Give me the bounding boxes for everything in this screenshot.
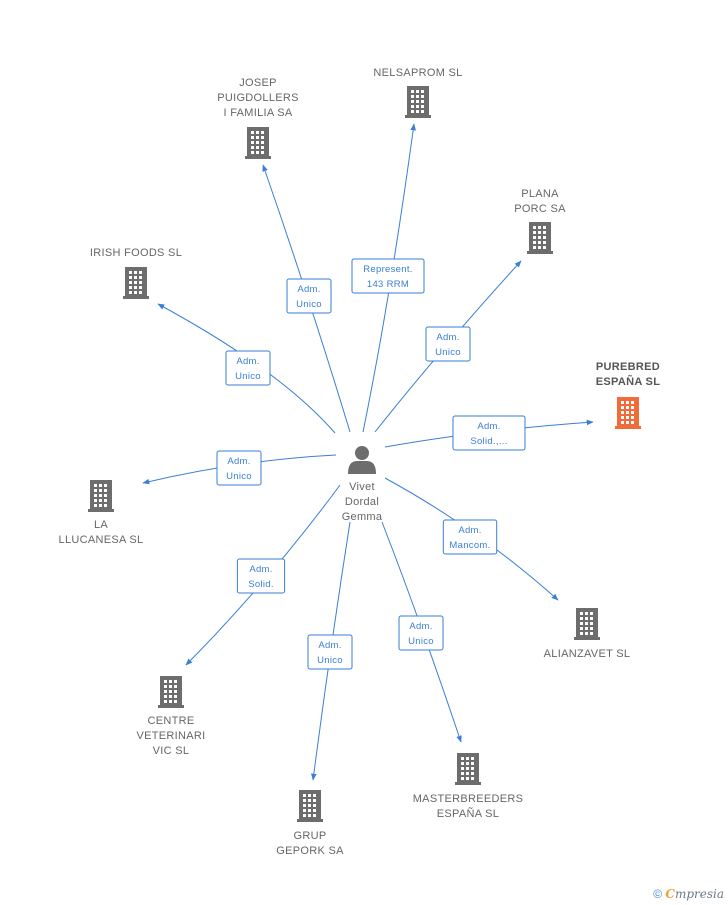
company-name-line: NELSAPROM SL <box>373 67 462 79</box>
person-name-line: Gemma <box>342 511 383 523</box>
edge-label-box <box>425 326 471 362</box>
footer-brand: © Cmpresia <box>653 887 724 901</box>
edge-label-text: Adm. <box>436 332 459 343</box>
company-node-masterbreeders[interactable]: MASTERBREEDERS ESPAÑA SL <box>413 753 524 820</box>
edge-label-text: Adm. <box>236 356 259 367</box>
edge-label-text: Unico <box>435 347 461 358</box>
company-name-line: MASTERBREEDERS <box>413 793 524 805</box>
company-node-alianzavet[interactable]: ALIANZAVET SL <box>544 608 631 660</box>
edge-label-purebred[interactable]: Adm. Solid.,... <box>452 415 526 451</box>
edge-label-text: Adm. <box>297 284 320 295</box>
company-name-line: LA <box>94 519 108 531</box>
edge-label-box <box>286 278 332 314</box>
company-name-line: ESPAÑA SL <box>596 375 660 388</box>
company-name-line: ESPAÑA SL <box>437 807 499 820</box>
building-icon <box>574 608 600 640</box>
building-icon <box>527 222 553 254</box>
company-name-line: VIC SL <box>153 745 190 757</box>
company-node-centre[interactable]: CENTRE VETERINARI VIC SL <box>136 676 205 757</box>
edge-label-text: Adm. <box>477 421 500 432</box>
company-name-line: JOSEP <box>239 77 277 89</box>
company-name-line: IRISH FOODS SL <box>90 247 182 259</box>
company-node-llucanesa[interactable]: LA LLUCANESA SL <box>59 480 144 546</box>
person-name-line: Dordal <box>345 496 379 508</box>
edge-label-masterbreeders[interactable]: Adm. Unico <box>398 615 444 651</box>
edge-label-text: Mancom. <box>449 540 490 551</box>
person-icon <box>348 446 376 474</box>
edge-label-text: 143 RRM <box>367 279 409 290</box>
company-name-line: PUIGDOLLERS <box>217 92 299 104</box>
brand-initial: C <box>665 887 675 901</box>
building-icon <box>405 86 431 118</box>
company-name-line: CENTRE <box>147 715 194 727</box>
edge-label-irish[interactable]: Adm. Unico <box>225 350 271 386</box>
edge-label-box <box>236 558 286 594</box>
edge-label-text: Adm. <box>409 621 432 632</box>
building-icon <box>158 676 184 708</box>
building-icon <box>297 790 323 822</box>
edge-label-box <box>452 415 526 451</box>
edge-label-text: Solid.,... <box>470 436 507 447</box>
edge-label-grup[interactable]: Adm. Unico <box>307 634 353 670</box>
building-icon <box>455 753 481 785</box>
company-node-grup[interactable]: GRUP GEPORK SA <box>276 790 344 857</box>
edge-label-text: Adm. <box>249 564 272 575</box>
brand-name: mpresia <box>674 887 724 901</box>
building-icon <box>123 267 149 299</box>
edge-label-text: Adm. <box>318 640 341 651</box>
edge-label-nelsaprom[interactable]: Represent. 143 RRM <box>351 258 425 294</box>
company-node-nelsaprom[interactable]: NELSAPROM SL <box>373 67 462 118</box>
edge-label-text: Adm. <box>227 456 250 467</box>
edge-label-josep[interactable]: Adm. Unico <box>286 278 332 314</box>
edge-label-plana[interactable]: Adm. Unico <box>425 326 471 362</box>
edge-label-text: Unico <box>235 371 261 382</box>
person-name-line: Vivet <box>349 481 375 493</box>
edge-label-text: Unico <box>296 299 322 310</box>
company-name-line: I FAMILIA SA <box>223 107 292 119</box>
edge-label-centre[interactable]: Adm. Solid. <box>236 558 286 594</box>
company-name-line: PORC SA <box>514 203 566 215</box>
edge-label-text: Solid. <box>248 579 274 590</box>
company-node-plana[interactable]: PLANA PORC SA <box>514 188 566 254</box>
building-icon <box>615 397 641 429</box>
company-node-irish[interactable]: IRISH FOODS SL <box>90 247 182 299</box>
building-icon <box>245 127 271 159</box>
edge-label-alianzavet[interactable]: Adm. Mancom. <box>442 519 498 555</box>
edge-label-box <box>307 634 353 670</box>
edge-label-box <box>225 350 271 386</box>
building-icon <box>88 480 114 512</box>
company-name-line: GEPORK SA <box>276 845 344 857</box>
company-name-line: VETERINARI <box>136 730 205 742</box>
edge-label-text: Adm. <box>458 525 481 536</box>
company-name-line: PLANA <box>521 188 559 200</box>
company-node-purebred[interactable]: PUREBRED ESPAÑA SL <box>596 361 660 429</box>
edge-label-text: Unico <box>408 636 434 647</box>
nodes-layer: JOSEP PUIGDOLLERS I FAMILIA SA NELSAPROM SL… <box>59 67 660 857</box>
edge-label-box <box>216 450 262 486</box>
edge-label-box <box>442 519 498 555</box>
company-name-line: LLUCANESA SL <box>59 534 144 546</box>
edge-label-text: Unico <box>317 655 343 666</box>
edge-label-box <box>351 258 425 294</box>
edge-label-box <box>398 615 444 651</box>
edge-label-text: Represent. <box>363 264 412 275</box>
copyright-symbol: © <box>653 887 663 901</box>
company-name-line: GRUP <box>294 830 327 842</box>
company-node-josep[interactable]: JOSEP PUIGDOLLERS I FAMILIA SA <box>217 77 299 159</box>
company-name-line: PUREBRED <box>596 361 660 373</box>
edge-label-llucanesa[interactable]: Adm. Unico <box>216 450 262 486</box>
company-name-line: ALIANZAVET SL <box>544 648 631 660</box>
edge-label-text: Unico <box>226 471 252 482</box>
